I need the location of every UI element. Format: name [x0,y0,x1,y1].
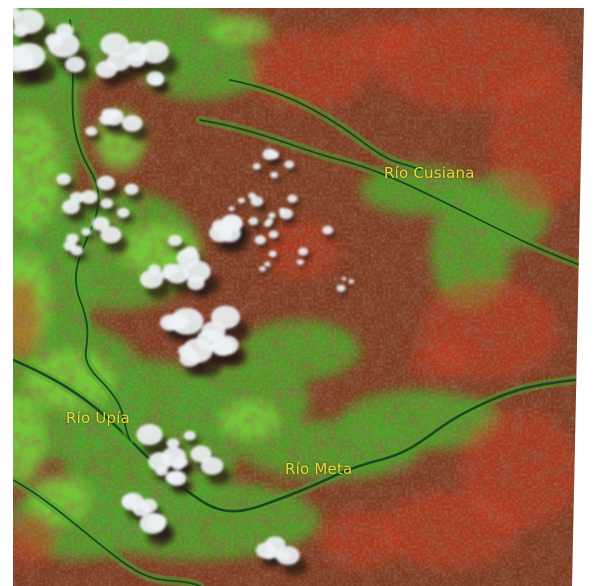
cloud [132,501,151,517]
cloud [122,494,137,507]
cloud [96,175,116,191]
rivers [13,15,584,586]
cloud [15,55,34,71]
cloud [165,471,182,485]
cloud [264,536,286,553]
cloud [140,40,169,64]
cloud [99,113,114,126]
cloud [85,126,98,137]
cloud [228,206,235,212]
cloud [146,71,165,86]
cloud [248,217,259,226]
cloud [139,269,164,289]
cloud [65,56,86,73]
cloud [183,430,196,441]
cloud [263,220,272,227]
clouds [13,8,355,566]
cloud [92,216,110,231]
cloud [166,438,180,449]
cloud [139,512,166,534]
cloud [116,207,130,218]
cloud [268,212,276,219]
cloud [221,215,243,232]
cloud [336,284,346,292]
cloud [254,235,266,245]
cloud [121,115,143,132]
cloud [279,550,291,560]
cloud [296,259,304,266]
cloud [278,207,287,214]
cloud [163,263,178,276]
cloud [187,275,205,291]
cloud [70,245,84,256]
cloud [259,266,266,272]
cloud [123,41,149,62]
river-channel [13,479,201,586]
cloud [264,261,271,267]
cloud [183,246,198,259]
cloud [61,199,81,214]
cloud [237,197,246,204]
cloud [252,162,261,170]
cloud [268,250,277,258]
cloud [210,305,241,329]
cloud [168,234,183,247]
cloud [284,160,295,169]
cloud [322,225,334,235]
cloud [341,276,347,281]
cloud [298,247,309,256]
cloud [80,190,98,204]
cloud [250,196,264,207]
river-channel [13,358,577,513]
cloud [136,424,163,446]
cloud [81,227,92,236]
cloud [179,350,201,367]
cloud [55,23,74,38]
cloud [348,279,355,284]
cloud [100,226,122,244]
cloud [45,33,64,48]
river-channel [199,119,581,266]
cloud [171,459,185,470]
river-channel [229,79,421,171]
cloud [100,198,114,209]
cloud [124,183,139,195]
cloud [56,173,71,185]
cloud [170,307,204,335]
cloud [148,452,172,472]
cloud [263,550,275,560]
cloud [268,230,279,239]
cloud [106,51,131,72]
cloud [211,338,234,356]
cloud [262,148,277,160]
cloud [66,233,79,244]
cloud [13,8,45,34]
cloud [270,171,279,179]
river-channel [69,19,131,441]
cloud [287,194,298,203]
cloud [100,33,129,57]
cloud [183,260,211,283]
cloud [200,456,224,475]
